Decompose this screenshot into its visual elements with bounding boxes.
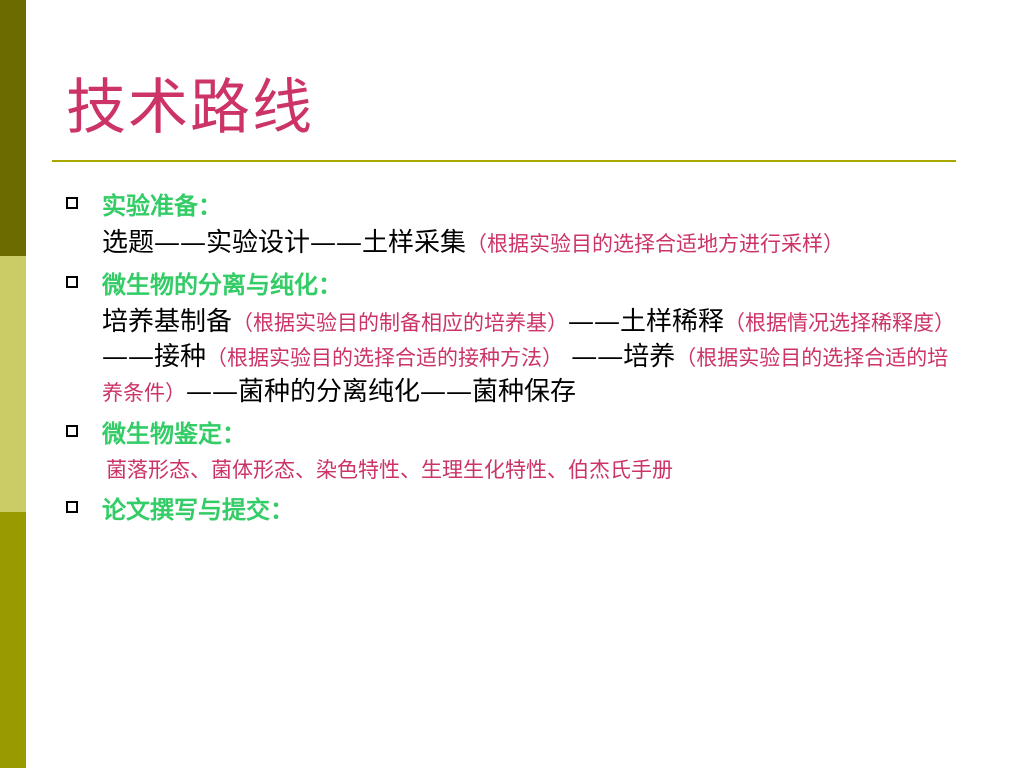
body-note: （根据情况选择稀释度） xyxy=(724,311,956,335)
bullet-item: 微生物鉴定： xyxy=(60,414,960,454)
slide-title: 技术路线 xyxy=(66,73,314,143)
body-text: ——菌种的分离纯化——菌种保存 xyxy=(186,377,577,407)
section-heading: 微生物的分离与纯化： xyxy=(102,270,342,299)
left-bar-segment-middle xyxy=(0,256,26,512)
section-body: 选题——实验设计——土样采集（根据实验目的选择合适地方进行采样） xyxy=(102,226,960,261)
left-bar-segment-top xyxy=(0,0,26,256)
left-bar-segment-bottom xyxy=(0,512,26,768)
square-bullet-icon xyxy=(66,276,78,288)
identification-methods: 菌落形态、菌体形态、染色特性、生理生化特性、伯杰氏手册 xyxy=(106,458,673,482)
bullet-item: 微生物的分离与纯化： xyxy=(60,265,960,305)
bullet-item: 论文撰写与提交： xyxy=(60,490,960,530)
square-bullet-icon xyxy=(66,197,78,209)
bullet-item: 实验准备： xyxy=(60,186,960,226)
section-body: 培养基制备（根据实验目的制备相应的培养基）——土样稀释（根据情况选择稀释度） ——… xyxy=(102,305,960,410)
section-heading: 微生物鉴定： xyxy=(102,419,246,448)
square-bullet-icon xyxy=(66,425,78,437)
left-decor-bar xyxy=(0,0,26,768)
body-note: （根据实验目的选择合适地方进行采样） xyxy=(466,232,845,256)
body-note: （根据实验目的制备相应的培养基） xyxy=(232,311,569,335)
section-heading: 论文撰写与提交： xyxy=(102,495,294,524)
body-text: 选题——实验设计——土样采集 xyxy=(102,228,467,258)
body-text: ——接种 xyxy=(102,342,207,372)
body-text: ——土样稀释 xyxy=(568,307,725,337)
body-note: （根据实验目的选择合适的培养条件） xyxy=(102,346,949,405)
body-note: （根据实验目的选择合适的接种方法） xyxy=(206,346,564,370)
section-heading: 实验准备： xyxy=(102,191,222,220)
slide-content: 实验准备： 选题——实验设计——土样采集（根据实验目的选择合适地方进行采样） 微… xyxy=(60,186,960,530)
body-text: ——培养 xyxy=(563,342,676,372)
title-divider xyxy=(52,160,956,162)
body-text: 培养基制备 xyxy=(102,307,233,337)
square-bullet-icon xyxy=(66,501,78,513)
